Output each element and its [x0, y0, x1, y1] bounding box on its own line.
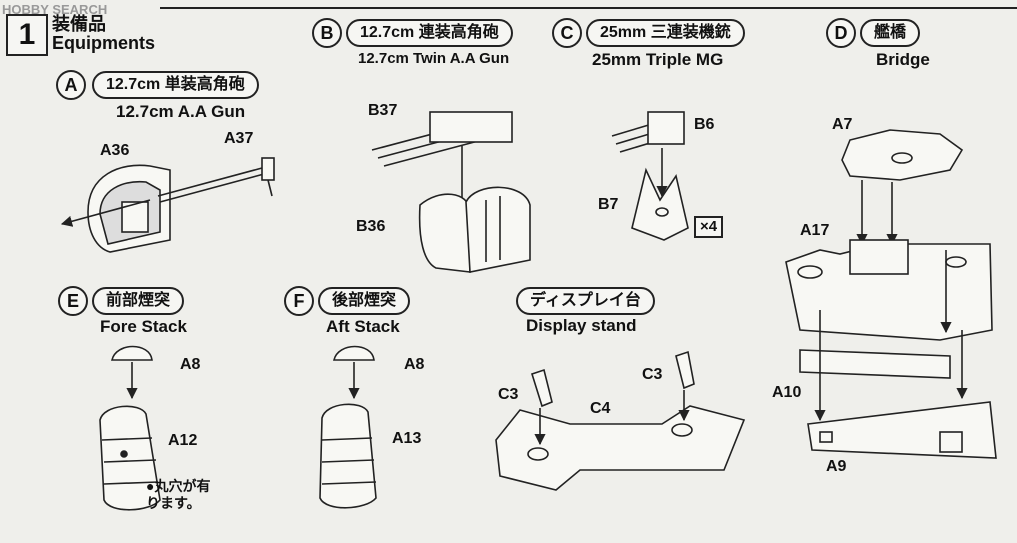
part-c3-right-post: [675, 350, 695, 390]
hole-note: ●丸穴が有 ります。: [146, 478, 211, 511]
part-b7-mount: [631, 167, 689, 241]
label-b36: B36: [356, 218, 386, 235]
part-a9-base: [807, 401, 997, 459]
label-b37: B37: [368, 102, 398, 119]
label-a12: A12: [168, 432, 198, 449]
watermark: HOBBY SEARCH: [2, 2, 108, 17]
section-e-title-jp: 前部煙突: [92, 287, 185, 315]
section-c-title-en: 25mm Triple MG: [592, 50, 724, 69]
part-b36-shield: [418, 186, 531, 273]
label-c4: C4: [590, 400, 611, 417]
label-a17: A17: [800, 222, 830, 239]
part-c4-stand: [495, 405, 746, 491]
section-b-title-jp: 12.7cm 連装高角砲: [346, 19, 513, 47]
part-a13-stack: [319, 403, 377, 509]
section-b-title-en: 12.7cm Twin A.A Gun: [358, 50, 510, 67]
label-b7: B7: [598, 196, 619, 213]
part-b37-barrels: [371, 111, 513, 167]
section-f-title-en: Aft Stack: [326, 317, 400, 336]
part-a7-bridge-top: [841, 129, 964, 181]
label-a8-e: A8: [180, 356, 201, 373]
part-a12-stack: [99, 405, 161, 511]
stand-title-jp: ディスプレイ台: [516, 287, 655, 315]
section-c-badge: C: [552, 18, 582, 48]
label-a8-f: A8: [404, 356, 425, 373]
label-c3-right: C3: [642, 366, 663, 383]
section-b-badge: B: [312, 18, 342, 48]
section-a-title-en: 12.7cm A.A Gun: [116, 102, 246, 121]
step-number-box: 1: [6, 14, 48, 56]
part-b6-guns: [611, 111, 685, 153]
section-a-title-jp: 12.7cm 単装高角砲: [92, 71, 259, 99]
section-a-badge: A: [56, 70, 86, 100]
label-a9: A9: [826, 458, 847, 475]
part-a10-wall: [799, 349, 951, 379]
section-d-title-jp: 艦橋: [860, 19, 921, 47]
section-e-badge: E: [58, 286, 88, 316]
section-d-title-en: Bridge: [876, 50, 930, 69]
step-title-en: Equipments: [52, 33, 156, 53]
stand-title-en: Display stand: [526, 316, 637, 335]
part-a36-shield: [87, 164, 171, 253]
section-c-title-jp: 25mm 三連装機銃: [586, 19, 745, 47]
quantity-c-badge: ×4: [694, 216, 724, 238]
part-c3-left-post: [531, 368, 553, 408]
label-a10: A10: [772, 384, 802, 401]
part-a8-e-cap: [111, 345, 153, 361]
part-a37-barrel: [157, 157, 275, 203]
label-c3-left: C3: [498, 386, 519, 403]
part-a17-bridge-deck: [785, 239, 993, 341]
section-f-badge: F: [284, 286, 314, 316]
step-title-jp: 装備品: [52, 14, 106, 34]
part-a8-f-cap: [333, 345, 375, 361]
section-d-badge: D: [826, 18, 856, 48]
label-a7: A7: [832, 116, 853, 133]
label-a36: A36: [100, 142, 130, 159]
label-a37: A37: [224, 130, 254, 147]
label-b6: B6: [694, 116, 715, 133]
section-e-title-en: Fore Stack: [100, 317, 187, 336]
section-f-title-jp: 後部煙突: [318, 287, 411, 315]
label-a13: A13: [392, 430, 422, 447]
